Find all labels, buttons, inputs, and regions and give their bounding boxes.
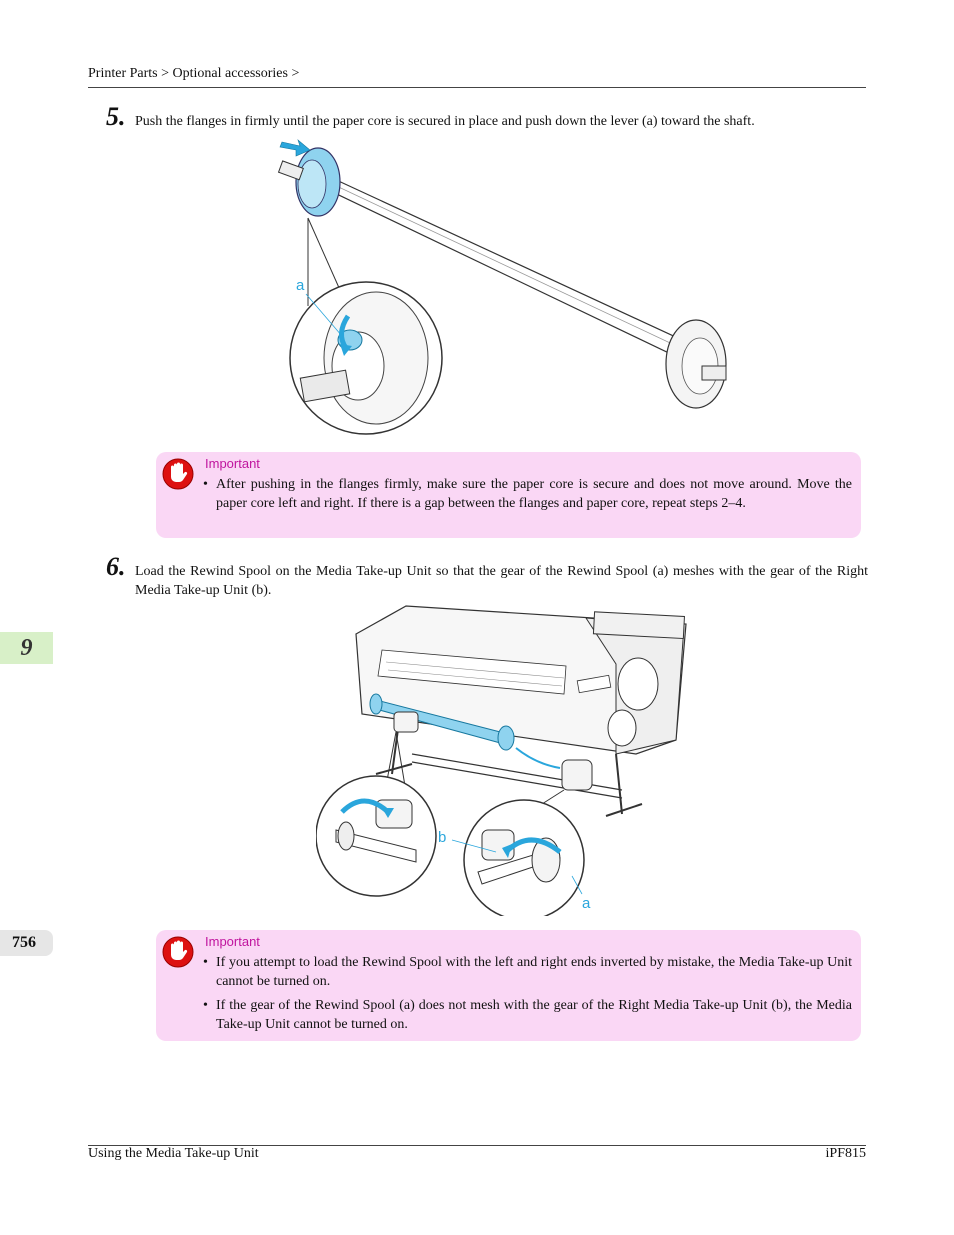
caution-hand-icon bbox=[162, 936, 194, 968]
label-a: a bbox=[582, 895, 591, 912]
important-bullet: • If the gear of the Rewind Spool (a) do… bbox=[203, 997, 852, 1034]
step-number: 6. bbox=[106, 552, 126, 581]
important-note: Important • If you attempt to load the R… bbox=[156, 930, 861, 1041]
chapter-tab[interactable]: 9 bbox=[0, 632, 53, 664]
caution-hand-icon bbox=[162, 458, 194, 490]
breadcrumb[interactable]: Printer Parts > Optional accessories > bbox=[88, 66, 300, 81]
printer-takeup-illustration: b a bbox=[316, 604, 688, 916]
important-bullet-text: After pushing in the flanges firmly, mak… bbox=[216, 477, 852, 511]
important-bullet-text: If you attempt to load the Rewind Spool … bbox=[216, 955, 852, 989]
footer-model: iPF815 bbox=[825, 1146, 866, 1161]
label-a: a bbox=[296, 277, 305, 294]
step-text: Push the flanges in firmly until the pap… bbox=[135, 114, 755, 129]
page-number: 756 bbox=[0, 930, 53, 956]
important-label: Important bbox=[205, 456, 260, 471]
important-note: Important • After pushing in the flanges… bbox=[156, 452, 861, 538]
footer-rule bbox=[88, 1145, 866, 1146]
step-text: Load the Rewind Spool on the Media Take-… bbox=[135, 564, 868, 598]
label-b: b bbox=[438, 829, 446, 846]
bullet-dot: • bbox=[203, 955, 208, 970]
header-rule bbox=[88, 87, 866, 88]
bullet-dot: • bbox=[203, 477, 208, 492]
important-bullet: • If you attempt to load the Rewind Spoo… bbox=[203, 954, 852, 991]
spool-flange-illustration: a bbox=[270, 134, 736, 442]
important-bullet-text: If the gear of the Rewind Spool (a) does… bbox=[216, 998, 852, 1032]
footer-section-title: Using the Media Take-up Unit bbox=[88, 1146, 259, 1161]
important-bullet: • After pushing in the flanges firmly, m… bbox=[203, 476, 852, 513]
step-number: 5. bbox=[106, 102, 126, 131]
important-label: Important bbox=[205, 934, 260, 949]
bullet-dot: • bbox=[203, 998, 208, 1013]
